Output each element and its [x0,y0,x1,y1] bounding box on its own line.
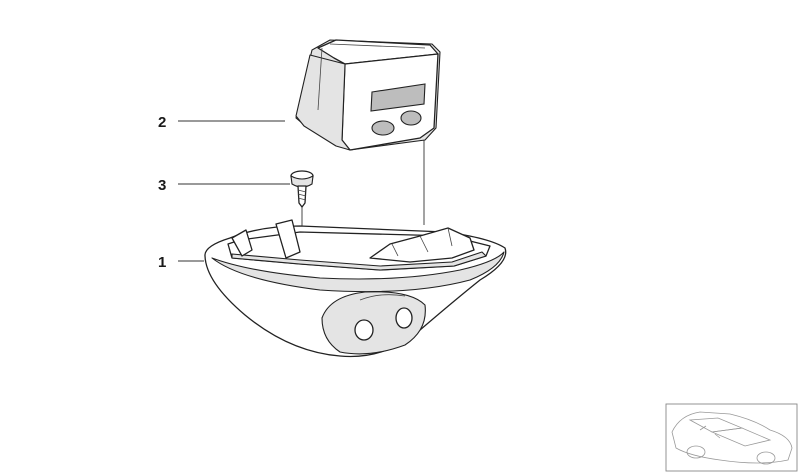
housing-clip-right [369,227,475,263]
housing-clip-center [275,219,301,259]
display-unit [295,39,441,151]
display-button-right [400,110,422,126]
housing-button-hole-left [354,319,374,341]
callout-label-3: 3 [158,177,166,194]
callout-label-1: 1 [158,254,166,271]
display-button-left [371,120,395,136]
screw [290,170,314,208]
housing-clip-left [231,229,253,257]
car-thumbnail [665,403,798,472]
display-screen [370,83,426,112]
housing-button-recess [321,291,426,355]
housing-button-hole-right [395,307,413,329]
housing [204,219,507,358]
thumbnail-frame [665,403,798,472]
callout-label-2: 2 [158,114,166,131]
